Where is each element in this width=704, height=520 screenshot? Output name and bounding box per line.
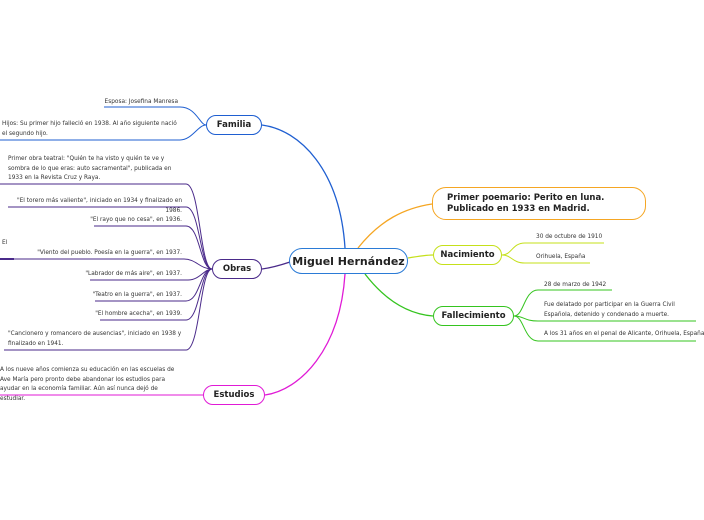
leaf-hombre-acecha[interactable]: "El hombre acecha", en 1939. xyxy=(95,311,182,317)
leaf-cancionero-y-romancero[interactable]: "Cancionero y romancero de ausencias", i… xyxy=(8,331,182,347)
connector-obras-leaf xyxy=(94,225,213,270)
connector-nacimiento-leaf xyxy=(501,254,590,264)
connector-obras-leaf xyxy=(8,206,213,270)
connector-obras-leaf xyxy=(4,268,213,351)
leaf-rayo-que-no-cesa[interactable]: "El rayo que no cesa", en 1936. xyxy=(90,217,182,223)
leaf-labrador-de-mas-aire[interactable]: "Labrador de más aire", en 1937. xyxy=(85,271,182,277)
leaf-fragment-el[interactable]: El xyxy=(2,240,8,246)
leaf-fecha-fallecimiento[interactable]: 28 de marzo de 1942 xyxy=(544,282,607,288)
connector-obras-leaf xyxy=(0,183,213,270)
leaf-fecha-nacimiento[interactable]: 30 de octubre de 1910 xyxy=(536,234,603,240)
connector-obras-leaf xyxy=(0,258,213,270)
connector-obras-leaf xyxy=(100,268,213,321)
connector-familia-leaf xyxy=(104,106,207,126)
topic-fallecimiento[interactable]: Fallecimiento xyxy=(433,306,514,326)
connector-fallecimiento-leaf xyxy=(513,315,696,342)
topic-obras[interactable]: Obras xyxy=(212,259,262,279)
leaf-hijos[interactable]: Hijos: Su primer hijo falleció en 1938. … xyxy=(2,121,177,137)
connector-fallecimiento-leaf xyxy=(513,289,612,317)
leaf-delatado[interactable]: Fue delatado por participar en la Guerra… xyxy=(544,302,675,318)
central-topic[interactable]: Miguel Hernández xyxy=(289,248,408,274)
leaf-esposa[interactable]: Esposa: Josefina Manresa xyxy=(104,99,178,105)
leaf-torero-mas-valiente[interactable]: "El torero más valiente", iniciado en 19… xyxy=(16,198,182,214)
connector-poemario xyxy=(357,203,433,249)
leaf-primer-obra-teatral[interactable]: Primer obra teatral: "Quién te ha visto … xyxy=(8,156,172,182)
leaf-lugar-fallecimiento[interactable]: A los 31 años en el penal de Alicante, O… xyxy=(544,331,704,337)
connector-familia xyxy=(261,124,346,249)
leaf-teatro-en-la-guerra[interactable]: "Teatro en la guerra", en 1937. xyxy=(92,292,182,298)
connector-estudios xyxy=(264,273,346,396)
leaf-lugar-nacimiento[interactable]: Orihuela, España xyxy=(536,254,586,260)
connector-familia-leaf xyxy=(0,124,207,141)
topic-estudios[interactable]: Estudios xyxy=(203,385,265,405)
connector-obras xyxy=(261,261,291,270)
topic-primer-poemario[interactable]: Primer poemario: Perito en luna. Publica… xyxy=(432,187,646,220)
connector-nacimiento xyxy=(407,254,434,259)
topic-familia[interactable]: Familia xyxy=(206,115,262,135)
connector-nacimiento-leaf xyxy=(501,242,604,256)
leaf-viento-del-pueblo[interactable]: "Viento del pueblo. Poesía en la guerra"… xyxy=(37,250,182,256)
topic-nacimiento[interactable]: Nacimiento xyxy=(433,245,502,265)
leaf-educacion[interactable]: A los nueve años comienza su educación e… xyxy=(0,367,175,402)
connector-fallecimiento xyxy=(364,273,434,317)
